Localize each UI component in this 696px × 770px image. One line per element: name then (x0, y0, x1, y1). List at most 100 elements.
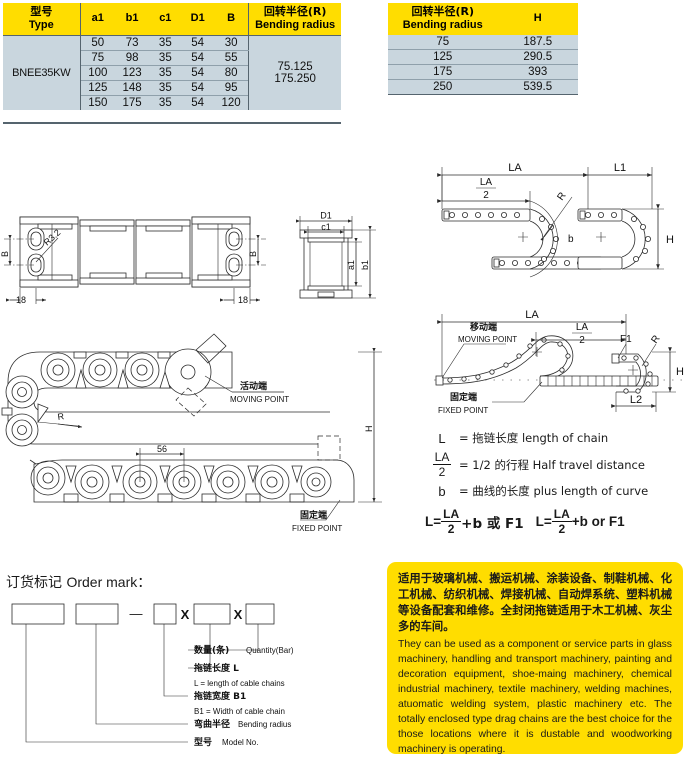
dim-d1: D1 (320, 211, 332, 221)
cell-model: BNEE35KW (3, 35, 81, 110)
cell-d1: 54 (181, 65, 214, 81)
cell-radius: 125 (388, 49, 498, 65)
formula-equations: L= LA 2 +b 或 F1 L= LA 2 +b or F1 (425, 508, 691, 535)
dim-la2-num-bottom: LA (576, 322, 589, 333)
header-a1: a1 (80, 3, 115, 36)
equation-1-rhs: +b 或 F1 (461, 515, 524, 532)
cell-a1: 75 (80, 50, 115, 66)
cell-radius: 75 (388, 34, 498, 50)
callout-model-en: Model No. (222, 738, 258, 747)
dim-a1: a1 (346, 260, 356, 270)
header-radius-cn: 回转半径(R) (411, 5, 474, 18)
spec-table-right: 回转半径(R) Bending radius H 75 187.5 125 29… (388, 3, 578, 95)
header-b1: b1 (114, 3, 150, 36)
fraction-denominator: 2 (438, 465, 446, 479)
header-d1: D1 (181, 3, 214, 36)
application-note-cn: 适用于玻璃机械、搬运机械、涂装设备、制鞋机械、化工机械、纺织机械、焊接机械、自动… (398, 572, 672, 634)
callout-quantity-en: Quantity(Bar) (246, 646, 294, 655)
cell-h: 290.5 (497, 49, 578, 65)
chain-section-view-drawing: D1 c1 a1 b1 (296, 211, 376, 299)
dim-h-assembly: H (364, 426, 374, 433)
cell-b1: 73 (114, 35, 150, 51)
order-mark-title: 订货标记 Order mark： (6, 572, 386, 592)
header-b: B (213, 3, 249, 36)
equation-2-denominator: 2 (558, 522, 566, 536)
table-header-row: 型号 Type a1 b1 c1 D1 B 回转半径(R) Bending ra… (3, 3, 341, 36)
label-fixed-point-en: FIXED POINT (292, 524, 342, 533)
cell-b1: 98 (114, 50, 150, 66)
header-radius-en: Bending radius (402, 18, 483, 31)
application-note-en: They can be used as a component or servi… (398, 639, 672, 756)
cell-d1: 54 (181, 95, 214, 110)
label-fixed-point-en-b: FIXED POINT (438, 406, 488, 415)
install-diagram-top: LA LA 2 L1 R b H (437, 162, 674, 278)
table-row: 175 393 (388, 64, 578, 80)
dim-l2: L2 (630, 394, 642, 406)
order-mark-dash: — (130, 606, 143, 621)
dim-h-install-top: H (666, 234, 674, 246)
order-mark-title-en: Order mark： (66, 574, 152, 590)
legend-symbol-l: L (438, 430, 446, 446)
order-mark-diagram: — X X 数量(条) Quantity(Bar) 拖链长度 L L = len… (11, 603, 294, 748)
equation-2-rhs: +b or F1 (571, 514, 625, 529)
table-left-bottom-rule (3, 122, 341, 124)
radius-value-2: 175.250 (274, 72, 316, 85)
dim-h-install-bottom: H (676, 366, 684, 378)
cell-d1: 54 (181, 35, 214, 51)
cell-a1: 100 (80, 65, 115, 81)
dim-c1: c1 (321, 222, 331, 232)
install-diagram-bottom: LA LA 2 移动端 MOVING POINT 固定端 FIXED POINT… (434, 309, 686, 415)
table-row: BNEE35KW 50 73 35 54 30 75.125 175.250 (3, 35, 341, 110)
cell-radius: 175 (388, 64, 498, 80)
legend-row-la2: LA 2 = 1/2 的行程 Half travel distance (425, 451, 691, 478)
dim-r-install-bottom: R (649, 333, 662, 345)
legend-symbol-b: b (438, 483, 446, 499)
fraction-la-2: LA 2 (432, 451, 452, 479)
chain-assembly-drawing: R 56 H 活动端 MOVING POINT 固定端 FIXED POINT (1, 333, 382, 533)
table-row: 125 148 35 54 95 (3, 80, 341, 96)
callout-width-cn: 拖链宽度 B1 (194, 690, 246, 702)
cell-d1: 54 (181, 50, 214, 66)
table-row: 75 98 35 54 55 (3, 50, 341, 66)
dim-56: 56 (157, 444, 167, 454)
cell-b1: 175 (114, 95, 150, 110)
cell-h: 393 (497, 64, 578, 80)
legend-text-b: = 曲线的长度 plus length of curve (459, 484, 649, 498)
spec-table-left: 型号 Type a1 b1 c1 D1 B 回转半径(R) Bending ra… (3, 3, 341, 110)
cell-b1: 148 (114, 80, 150, 96)
legend-row-l: L = 拖链长度 length of chain (425, 430, 691, 446)
cell-a1: 150 (80, 95, 115, 110)
formula-legend: L = 拖链长度 length of chain LA 2 = 1/2 的行程 … (425, 430, 691, 536)
cell-b: 30 (213, 35, 249, 51)
cell-c1: 35 (149, 50, 182, 66)
header-h: H (497, 3, 578, 35)
cell-b: 95 (213, 80, 249, 96)
header-radius-en: Bending radius (255, 18, 336, 31)
callout-quantity-cn: 数量(条) (194, 644, 229, 656)
cell-h: 539.5 (497, 79, 578, 95)
dim-l1: L1 (614, 162, 626, 174)
label-moving-point-cn: 活动端 (240, 380, 267, 392)
dim-r-assembly: R (57, 411, 65, 422)
application-note-box: 适用于玻璃机械、搬运机械、涂装设备、制鞋机械、化工机械、纺织机械、焊接机械、自动… (387, 562, 683, 755)
dim-la-bottom: LA (525, 309, 539, 321)
label-fixed-point-cn-b: 固定端 (450, 391, 477, 403)
dim-18-right: 18 (238, 295, 248, 305)
label-fixed-point-cn: 固定端 (300, 509, 327, 521)
order-mark-section: 订货标记 Order mark： — X X 数量(条) Quantity(Ba… (6, 572, 386, 750)
cell-c1: 35 (149, 65, 182, 81)
dim-f1: F1 (620, 334, 632, 345)
order-mark-title-cn: 订货标记 (6, 575, 62, 591)
callout-width-en: B1 = Width of cable chain (194, 707, 285, 716)
dim-b-right: B (248, 251, 258, 257)
equation-1-numerator: LA (441, 507, 462, 522)
equation-2-numerator: LA (551, 507, 572, 522)
legend-symbol-la2: LA 2 (425, 451, 459, 478)
legend-text-l: = 拖链长度 length of chain (459, 431, 609, 445)
cell-d1: 54 (181, 80, 214, 96)
cell-radius: 250 (388, 79, 498, 95)
cell-c1: 35 (149, 95, 182, 110)
header-type: 型号 Type (3, 3, 81, 36)
header-c1: c1 (149, 3, 182, 36)
cell-a1: 50 (80, 35, 115, 51)
